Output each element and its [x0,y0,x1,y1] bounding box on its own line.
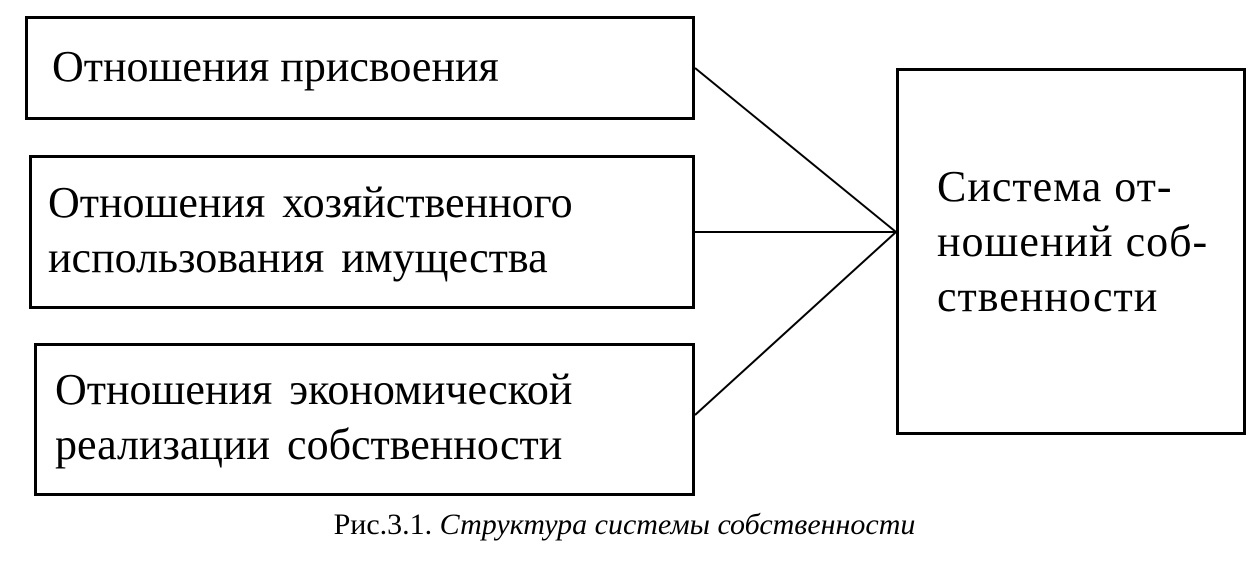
box-appropriation-relations: Отношения присвоения [25,16,695,120]
box-economic-realization-relations: Отношения экономической реализации собст… [34,343,695,496]
caption-prefix: Рис.3.1. [333,508,433,541]
box-label: Отношения экономической реализации собст… [55,365,573,469]
box-label: Отношения хозяйственного использования и… [48,178,573,282]
box-economic-use-relations: Отношения хозяйственного использования и… [29,155,695,309]
figure-caption: Рис.3.1. Структура системы собственности [0,505,1249,545]
connector-line-3 [694,231,897,416]
caption-text: Структура системы собственности [439,508,916,541]
box-label: Отношения присвоения [52,42,499,91]
connector-line-1 [694,67,897,233]
box-property-relations-system: Система от- ношений соб- ственности [896,68,1246,435]
target-label: Система от- ношений соб- ственности [937,162,1209,321]
